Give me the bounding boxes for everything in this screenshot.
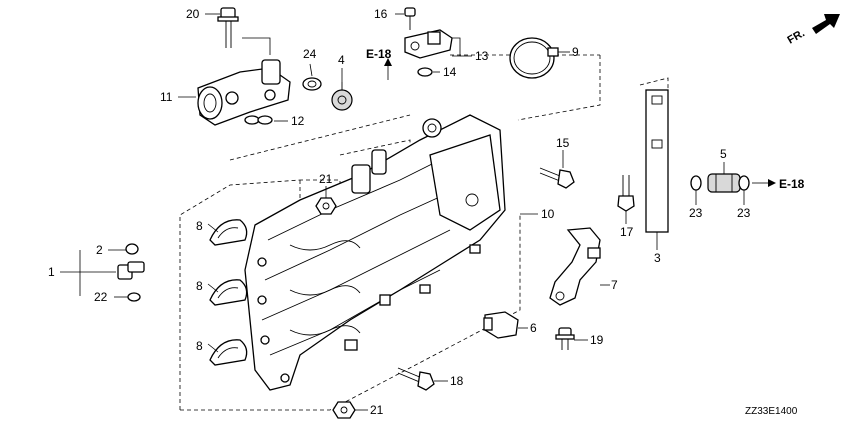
callout-21-bottom: 21 <box>370 403 384 417</box>
callout-4: 4 <box>338 53 345 67</box>
callout-11: 11 <box>160 90 173 104</box>
callout-15: 15 <box>556 136 570 150</box>
reference-label-right: E-18 <box>779 177 805 191</box>
gasket-8-bottom <box>209 339 248 366</box>
intake-manifold <box>244 114 506 391</box>
callout-5: 5 <box>720 147 727 161</box>
leader-lines <box>60 13 768 411</box>
reference-label-top: E-18 <box>366 47 392 61</box>
callout-1: 1 <box>48 265 55 279</box>
callout-3: 3 <box>654 251 661 265</box>
rail-3 <box>639 77 669 233</box>
gasket-8-top <box>209 219 248 246</box>
nut-21-top <box>315 197 337 215</box>
bolt-19 <box>555 327 575 350</box>
callout-21-top: 21 <box>319 172 333 186</box>
bolt-20 <box>217 7 239 48</box>
o-rings-12 <box>244 115 273 125</box>
callout-8-middle: 8 <box>196 279 203 293</box>
callout-2: 2 <box>96 243 103 257</box>
bolt-17 <box>617 175 635 212</box>
flange-bolt-15 <box>539 167 575 189</box>
gasket-8-middle <box>209 279 248 306</box>
o-ring-14 <box>417 67 433 77</box>
orientation-label: FR. <box>786 27 807 46</box>
callout-20: 20 <box>186 7 200 21</box>
callout-8-bottom: 8 <box>196 339 203 353</box>
callout-labels: 20 11 12 24 4 16 13 14 9 15 10 7 6 19 18… <box>48 7 751 417</box>
washer-2 <box>125 243 139 255</box>
gasket-24 <box>302 77 322 91</box>
callout-23-right: 23 <box>737 206 751 220</box>
drawing-code: ZZ33E1400 <box>745 406 798 417</box>
fitting-6 <box>483 311 519 339</box>
callout-8-top: 8 <box>196 219 203 233</box>
callout-18: 18 <box>450 374 464 388</box>
callout-23-left: 23 <box>689 206 703 220</box>
callout-14: 14 <box>443 65 457 79</box>
callout-10: 10 <box>541 207 555 221</box>
orientation-indicator: FR. <box>786 14 840 47</box>
fitting-5 <box>707 173 741 193</box>
o-ring-23-left <box>690 175 702 191</box>
sensor-1 <box>117 261 145 280</box>
arrow-up-right-icon <box>812 14 840 34</box>
callout-22: 22 <box>94 290 108 304</box>
callout-6: 6 <box>530 321 537 335</box>
bracket-7 <box>549 227 601 306</box>
callout-24: 24 <box>303 47 317 61</box>
reference-top: E-18 <box>366 47 392 66</box>
callout-17: 17 <box>620 225 634 239</box>
callout-13: 13 <box>475 49 489 63</box>
reference-right: E-18 <box>768 177 805 191</box>
callout-16: 16 <box>374 7 388 21</box>
hose-clamp-9 <box>509 37 559 79</box>
washer-22 <box>127 292 141 302</box>
idle-air-control-valve <box>197 59 291 126</box>
callout-7: 7 <box>611 278 618 292</box>
callout-9: 9 <box>572 45 579 59</box>
callout-19: 19 <box>590 333 604 347</box>
nut-21-bottom <box>332 401 356 419</box>
map-sensor-13 <box>404 29 453 59</box>
screw-16 <box>404 7 416 30</box>
o-ring-23-right <box>738 175 750 191</box>
callout-12: 12 <box>291 114 305 128</box>
joint-4 <box>331 82 353 111</box>
bolt-18 <box>397 367 435 391</box>
